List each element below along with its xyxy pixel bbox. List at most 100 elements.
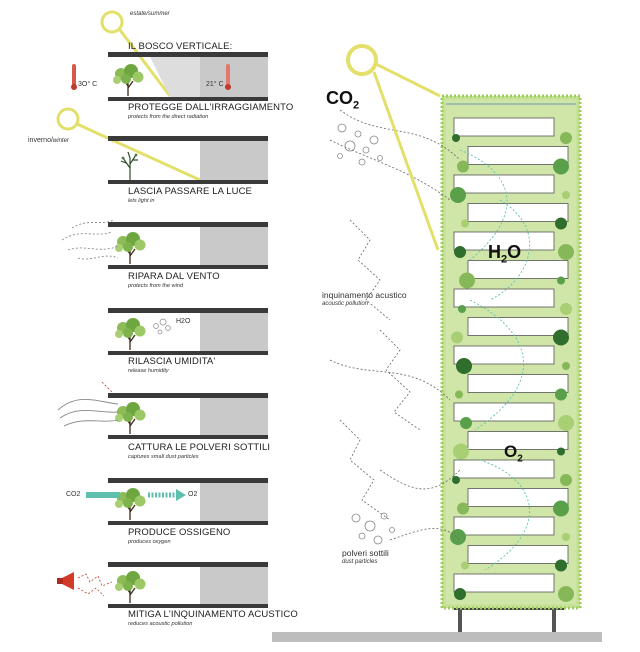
- planter-tree: [458, 305, 466, 313]
- co2-label: CO2: [326, 88, 359, 112]
- co2-small-label: CO2: [66, 491, 81, 498]
- floor-slab: [453, 459, 555, 479]
- co2-subscript: 2: [353, 99, 360, 112]
- sun-winter-icon: [56, 107, 80, 131]
- item-title-5: CATTURA LE POLVERI SOTTILI: [128, 442, 271, 453]
- planter-tree: [553, 500, 569, 517]
- planter-tree: [562, 362, 570, 370]
- planter-tree: [560, 303, 572, 315]
- panel-heading: IL BOSCO VERTICALE:: [128, 41, 233, 52]
- season-summer-label: estate/summer: [130, 11, 170, 17]
- floor-slab: [453, 402, 555, 422]
- h2o-small-label: H2O: [176, 318, 191, 325]
- noise-sublabel: acoustic pollution: [322, 301, 369, 307]
- planter-tree: [555, 217, 567, 230]
- h2o-main-o: O: [507, 242, 522, 262]
- item-subtitle-7: reduces acoustic pollution: [128, 621, 193, 627]
- pollution-lines: [329, 109, 461, 541]
- planter-tree: [453, 443, 469, 460]
- planter-tree: [555, 388, 567, 401]
- planter-tree: [450, 187, 466, 203]
- planter-tree: [558, 586, 574, 602]
- floor-slab: [467, 203, 569, 222]
- planter-tree: [557, 447, 565, 456]
- item-subtitle-3: protects from the wind: [128, 283, 184, 289]
- o2-main: O: [504, 442, 518, 461]
- o2-label: O2: [504, 442, 523, 464]
- season-winter-en: winter: [52, 138, 69, 144]
- planter-tree: [560, 132, 572, 144]
- planter-tree: [461, 561, 469, 570]
- floor-slab: [453, 117, 555, 137]
- air-flow-lines: [459, 149, 530, 571]
- item-title-2: LASCIA PASSARE LA LUCE: [128, 186, 252, 197]
- floor-slab: [453, 573, 555, 593]
- item-title-6: PRODUCE OSSIGENO: [128, 527, 231, 538]
- item-title-3: RIPARA DAL VENTO: [128, 271, 220, 282]
- item-subtitle-2: lets light in: [128, 198, 155, 204]
- sun-icon: [346, 44, 378, 76]
- panel-wind: [61, 219, 268, 269]
- panel-summer: [71, 10, 268, 101]
- panel-dust: [57, 381, 268, 439]
- planter-tree: [558, 244, 574, 260]
- planter-tree: [457, 502, 469, 515]
- floor-slab: [467, 431, 569, 450]
- thermometer-cool-icon: [226, 64, 230, 86]
- item-subtitle-6: produces oxygen: [128, 539, 171, 545]
- floor-slab: [467, 545, 569, 564]
- panel-winter: [56, 107, 268, 184]
- item-subtitle-5: captures small dust particles: [128, 454, 199, 460]
- planter-tree: [558, 415, 574, 431]
- planter-tree: [553, 158, 569, 175]
- floor-slab: [467, 146, 569, 165]
- planter-tree: [555, 559, 567, 572]
- planter-tree: [557, 276, 565, 285]
- floor-slab: [453, 174, 555, 194]
- item-title-4: RILASCIA UMIDITA': [128, 356, 216, 367]
- planter-tree: [454, 588, 466, 600]
- floor-slab: [467, 260, 569, 279]
- dust-sublabel: dust particles: [342, 559, 378, 565]
- tower-section-graphic: [272, 44, 602, 642]
- oxygen-arrow-icon: [176, 489, 186, 501]
- planter-tree: [455, 390, 463, 399]
- item-subtitle-4: release humidity: [128, 368, 169, 374]
- panel-noise: [57, 562, 268, 608]
- floor-slab: [453, 231, 555, 251]
- h2o-subscript: 2: [501, 253, 508, 266]
- item-title-7: MITIGA L'INQUINAMENTO ACUSTICO: [128, 609, 298, 620]
- planter-tree: [452, 134, 460, 142]
- floor-slab: [467, 317, 569, 336]
- season-winter-it: inverno/: [28, 137, 53, 144]
- season-winter-label: inverno/winter: [28, 137, 69, 144]
- planter-tree: [450, 529, 466, 545]
- planter-tree: [560, 474, 572, 486]
- floor-slab: [453, 516, 555, 536]
- megaphone-icon: [57, 572, 74, 590]
- planter-tree: [457, 160, 469, 173]
- planter-tree: [562, 533, 570, 541]
- noise-label: inquinamento acustico: [322, 290, 407, 300]
- floor-slab: [467, 374, 569, 393]
- o2-subscript: 2: [517, 453, 523, 465]
- dust-label: polveri sottili: [342, 548, 389, 558]
- h2o-main-h: H: [488, 242, 501, 262]
- planter-tree: [452, 476, 460, 484]
- o2-small-label: O2: [188, 491, 198, 498]
- planter-tree: [451, 331, 463, 344]
- floor-slab: [453, 345, 555, 365]
- planter-tree: [456, 358, 472, 374]
- planter-tree: [562, 191, 570, 199]
- temp-inside-label: 21° C: [206, 81, 224, 88]
- item-subtitle-1: protects from the direct radiation: [128, 114, 209, 120]
- h2o-label: H2O: [488, 242, 521, 266]
- floor-slab: [467, 488, 569, 507]
- planter-tree: [460, 417, 472, 429]
- panel-oxygen: [86, 478, 268, 525]
- item-title-1: PROTEGGE DALL'IRRAGGIAMENTO: [128, 102, 294, 113]
- floor-slab: [453, 288, 555, 308]
- panel-humidity: [108, 308, 268, 355]
- left-panels-graphic: [56, 10, 268, 608]
